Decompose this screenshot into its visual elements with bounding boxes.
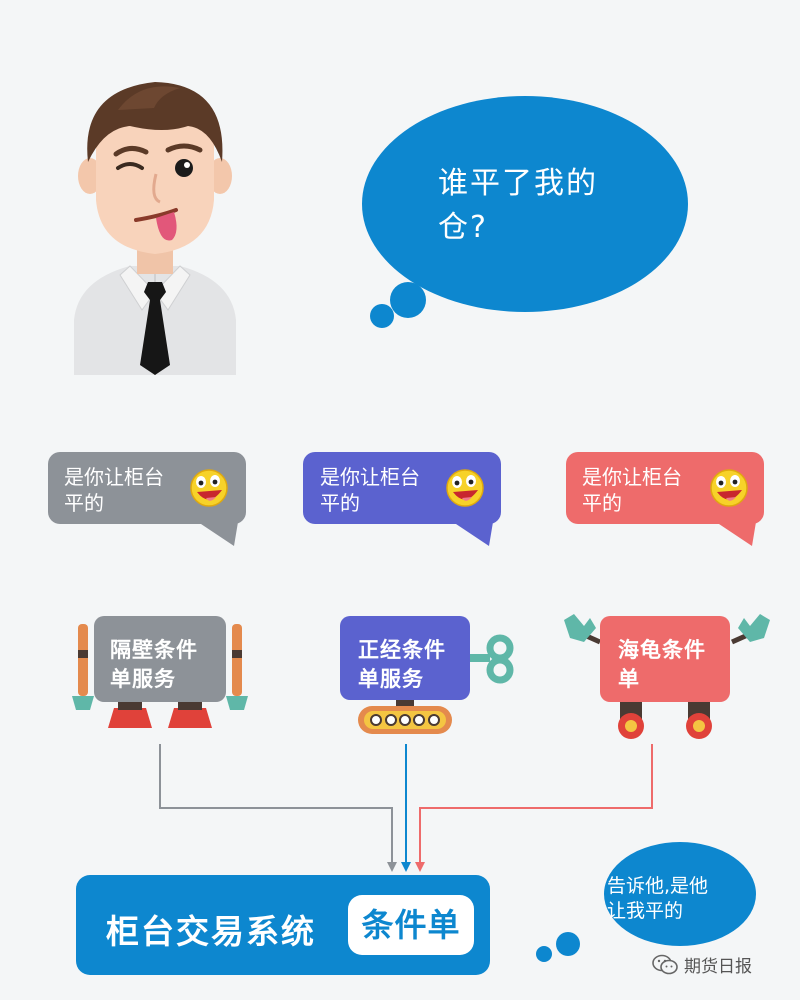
- robot-gray: [72, 616, 248, 728]
- callout-gray-line-2: 平的: [64, 491, 104, 515]
- trading-system-title: 柜台交易系统: [106, 912, 316, 951]
- callout-gray-text: 是你让柜台 平的: [64, 464, 194, 516]
- robot-gray-label: 隔壁条件 单服务: [110, 636, 230, 694]
- callout-coral: [566, 452, 764, 546]
- answer-line-1: 告诉他,是他: [607, 875, 709, 897]
- robot-purple-line-2: 单服务: [358, 667, 424, 691]
- robot-gray-line-1: 隔壁条件: [110, 638, 198, 662]
- callout-purple: [303, 452, 501, 546]
- robot-coral: [564, 614, 770, 739]
- robot-coral-label: 海龟条件 单: [618, 636, 738, 694]
- answer-bubble: [536, 842, 756, 962]
- callout-purple-line-1: 是你让柜台: [320, 465, 420, 489]
- answer-bubble-text: 告诉他,是他 让我平的: [607, 874, 757, 924]
- watermark-text: 期货日报: [684, 957, 752, 977]
- man-illustration: [74, 82, 236, 375]
- watermark: 期货日报: [652, 952, 752, 977]
- conditional-order-badge: 条件单: [348, 895, 474, 955]
- laughing-emoji-icon: [190, 469, 228, 507]
- laughing-emoji-icon: [710, 469, 748, 507]
- callout-gray: [48, 452, 246, 546]
- callout-coral-line-2: 平的: [582, 491, 622, 515]
- thought-bubble-text: 谁平了我的 仓?: [438, 162, 658, 250]
- answer-line-2: 让我平的: [607, 900, 684, 922]
- callout-coral-text: 是你让柜台 平的: [582, 464, 712, 516]
- robot-purple-line-1: 正经条件: [358, 638, 446, 662]
- trading-system-box: 柜台交易系统 条件单: [76, 875, 490, 975]
- callout-gray-line-1: 是你让柜台: [64, 465, 164, 489]
- laughing-emoji-icon: [446, 469, 484, 507]
- robot-purple-label: 正经条件 单服务: [358, 636, 478, 694]
- thought-line-1: 谁平了我的: [438, 166, 598, 201]
- connector-arrows: [159, 744, 653, 872]
- robot-coral-line-1: 海龟条件: [618, 638, 706, 662]
- callout-purple-text: 是你让柜台 平的: [320, 464, 450, 516]
- robot-coral-line-2: 单: [618, 667, 640, 691]
- callout-purple-line-2: 平的: [320, 491, 360, 515]
- robot-gray-line-2: 单服务: [110, 667, 176, 691]
- thought-bubble: [362, 96, 688, 328]
- wechat-icon: [652, 954, 678, 974]
- robot-purple: [340, 616, 514, 734]
- thought-line-2: 仓?: [438, 210, 488, 245]
- callout-coral-line-1: 是你让柜台: [582, 465, 682, 489]
